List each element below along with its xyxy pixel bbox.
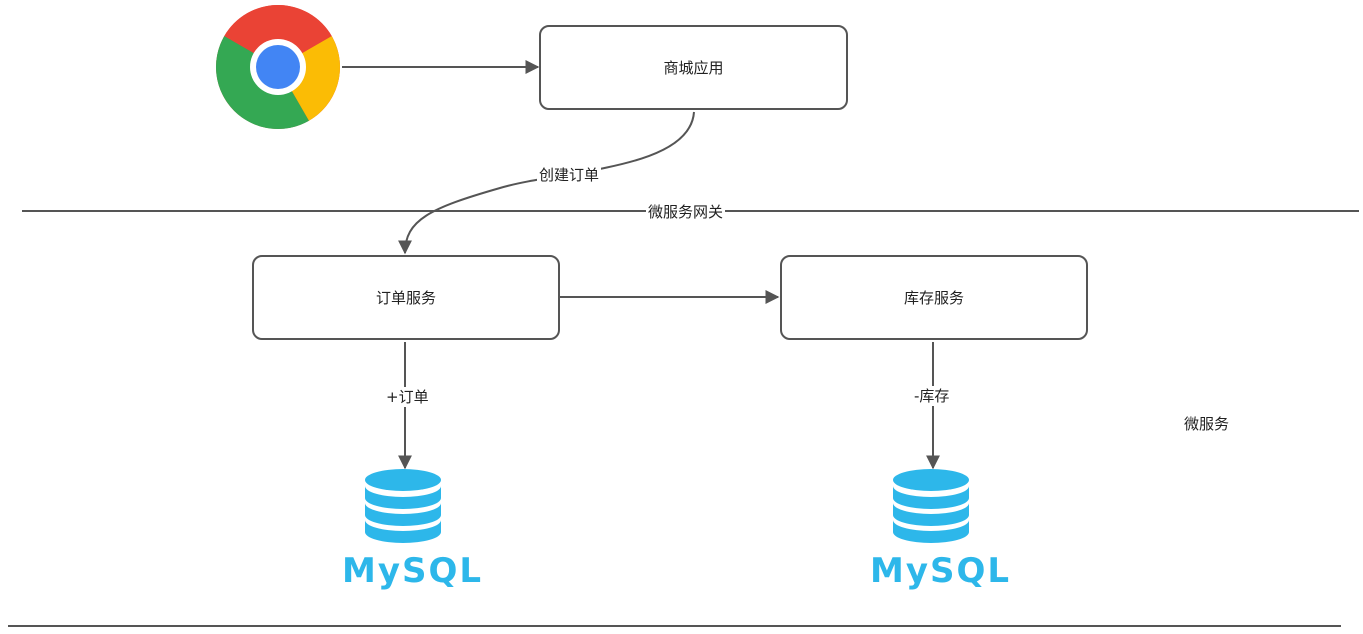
order-service-label: 订单服务 xyxy=(375,289,436,307)
create-order-label: 创建订单 xyxy=(537,165,602,185)
mall-to-order-arrow xyxy=(398,111,695,255)
inventory-service-node[interactable]: 库存服务 xyxy=(780,255,1088,340)
database-icon xyxy=(893,469,969,543)
microservices-zone-label: 微服务 xyxy=(1182,414,1232,434)
add-order-label: +订单 xyxy=(384,387,431,407)
gateway-zone-label: 微服务网关 xyxy=(646,202,726,222)
inventory-db-label: MySQL xyxy=(870,551,1012,591)
mall-app-node[interactable]: 商城应用 xyxy=(539,25,848,110)
order-db-label: MySQL xyxy=(342,551,484,591)
order-service-node[interactable]: 订单服务 xyxy=(252,255,560,340)
mall-app-label: 商城应用 xyxy=(663,59,724,77)
chrome-icon xyxy=(215,4,341,130)
database-icon xyxy=(365,469,441,543)
inventory-service-label: 库存服务 xyxy=(903,289,964,307)
reduce-inventory-label: -库存 xyxy=(912,386,952,406)
